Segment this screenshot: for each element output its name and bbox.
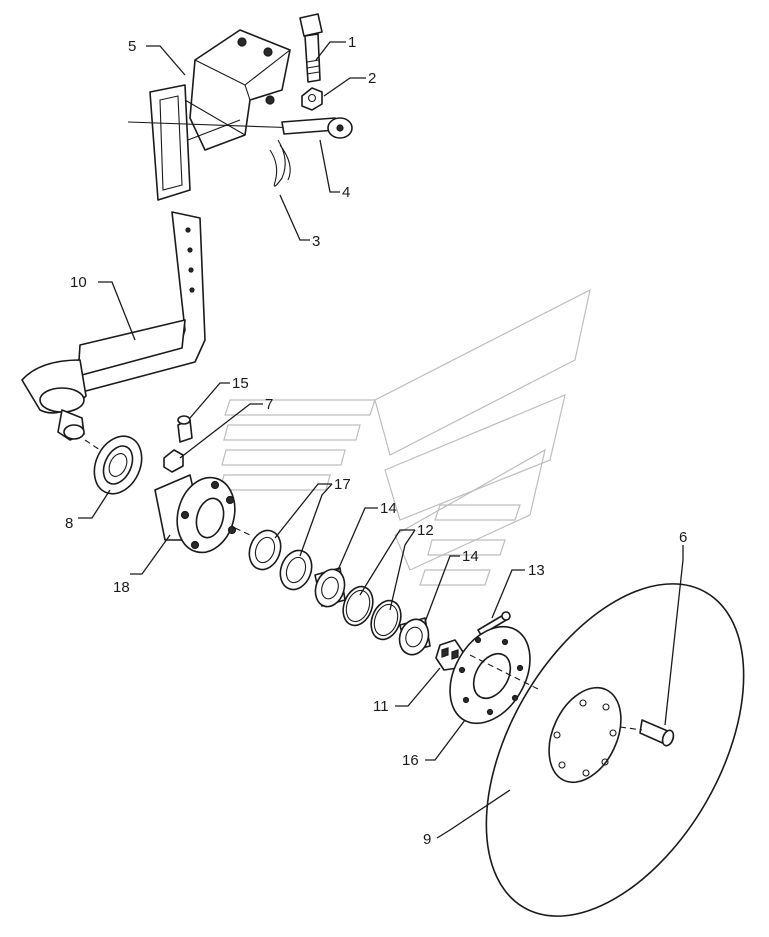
pin-part-4 xyxy=(281,117,353,139)
arm-part-10 xyxy=(21,211,206,441)
callout-15: 15 xyxy=(232,375,249,392)
callout-8: 8 xyxy=(65,515,73,532)
nut-part-2 xyxy=(301,87,323,111)
callout-14a: 14 xyxy=(380,500,397,517)
mounting-bracket-part-5 xyxy=(127,29,301,201)
callout-18: 18 xyxy=(113,579,130,596)
callout-13: 13 xyxy=(528,562,545,579)
callout-4: 4 xyxy=(342,184,350,201)
watermark-logo xyxy=(219,288,591,586)
callout-2: 2 xyxy=(368,70,376,87)
snap-rings-part-12 xyxy=(342,585,402,641)
callout-11: 11 xyxy=(373,698,389,715)
bolt-part-6 xyxy=(639,719,675,747)
callout-3: 3 xyxy=(312,233,320,250)
assembly-axis xyxy=(84,439,643,731)
bearing-part-14b xyxy=(398,617,431,656)
callout-labels: 1 2 3 4 5 6 7 8 9 10 11 12 13 14 14 15 1… xyxy=(65,34,687,848)
callout-7: 7 xyxy=(265,396,273,413)
callout-9: 9 xyxy=(423,831,431,848)
callout-6: 6 xyxy=(679,529,687,546)
callout-10: 10 xyxy=(70,274,87,291)
hub-part-18 xyxy=(154,474,237,554)
callout-1: 1 xyxy=(348,34,356,51)
grease-nipple-part-15 xyxy=(177,415,193,443)
leader-lines xyxy=(78,41,684,839)
disc-part-9 xyxy=(485,583,745,917)
bolt-part-1 xyxy=(299,13,323,83)
callout-14b: 14 xyxy=(462,548,479,565)
callout-16: 16 xyxy=(402,752,419,769)
cap-part-7 xyxy=(163,449,184,473)
seal-part-8 xyxy=(93,435,143,495)
seal-rings-part-17 xyxy=(248,529,313,591)
clip-part-3 xyxy=(269,139,291,187)
callout-17: 17 xyxy=(334,476,351,493)
cotter-pin-part-13 xyxy=(477,611,511,636)
flange-plate-part-16 xyxy=(449,625,531,725)
callout-5: 5 xyxy=(128,38,136,55)
callout-12: 12 xyxy=(417,522,434,539)
